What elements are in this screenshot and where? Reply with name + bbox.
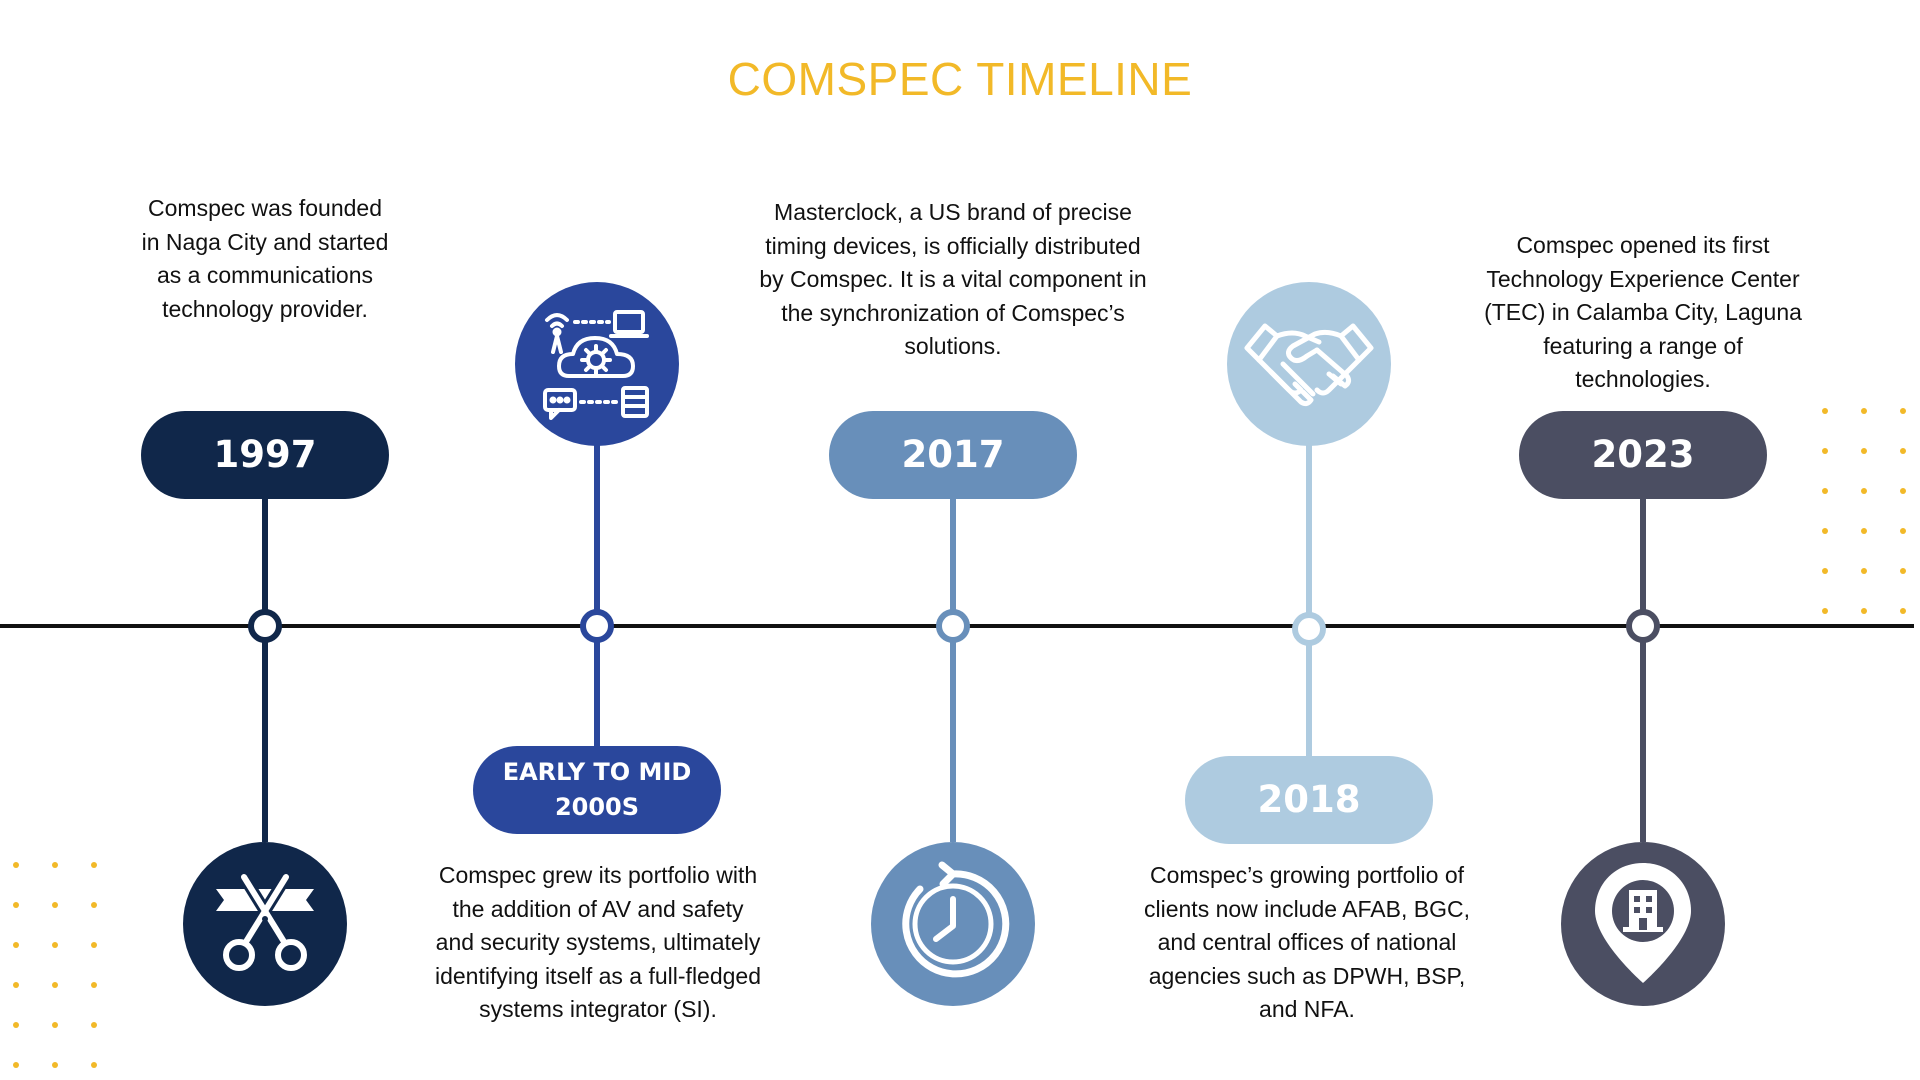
label-pill-2000s: EARLY TO MID 2000S <box>473 746 721 834</box>
handshake-icon <box>1244 323 1374 407</box>
stem-1997 <box>262 494 268 842</box>
ribbon-cutting-scissors-icon <box>216 873 314 971</box>
description-2023: Comspec opened its first Technology Expe… <box>1484 232 1802 392</box>
node-2017 <box>936 609 970 643</box>
label-pill-2023: 2023 <box>1519 411 1767 499</box>
description-1997: Comspec was founded in Naga City and sta… <box>141 195 389 322</box>
node-2023 <box>1626 609 1660 643</box>
description-2000s: Comspec grew its portfolio with the addi… <box>434 862 762 1022</box>
timeline-title: COMSPEC TIMELINE <box>727 53 1193 105</box>
stem-2023 <box>1640 494 1646 842</box>
building-location-pin-icon <box>1595 863 1691 983</box>
icon-circle-2023 <box>1561 842 1725 1006</box>
icon-circle-2018 <box>1227 282 1391 446</box>
label-pill-2018: 2018 <box>1185 756 1433 844</box>
node-1997 <box>248 609 282 643</box>
description-2018: Comspec’s growing portfolio of clients n… <box>1144 862 1470 1022</box>
label-pill-2017: 2017 <box>829 411 1077 499</box>
description-2017: Masterclock, a US brand of precise timin… <box>759 199 1147 359</box>
node-2018 <box>1292 612 1326 646</box>
label-pill-1997: 1997 <box>141 411 389 499</box>
clock-icon <box>902 861 1010 978</box>
icon-circle-2000s <box>515 282 679 446</box>
icon-circle-1997 <box>183 842 347 1006</box>
stem-2000s <box>594 444 600 750</box>
decorative-dots-left <box>13 862 103 1072</box>
node-2000s <box>580 609 614 643</box>
stem-2017 <box>950 494 956 842</box>
cloud-network-icon <box>543 310 649 420</box>
decorative-dots-right <box>1822 408 1912 618</box>
icon-circle-2017 <box>871 842 1035 1006</box>
